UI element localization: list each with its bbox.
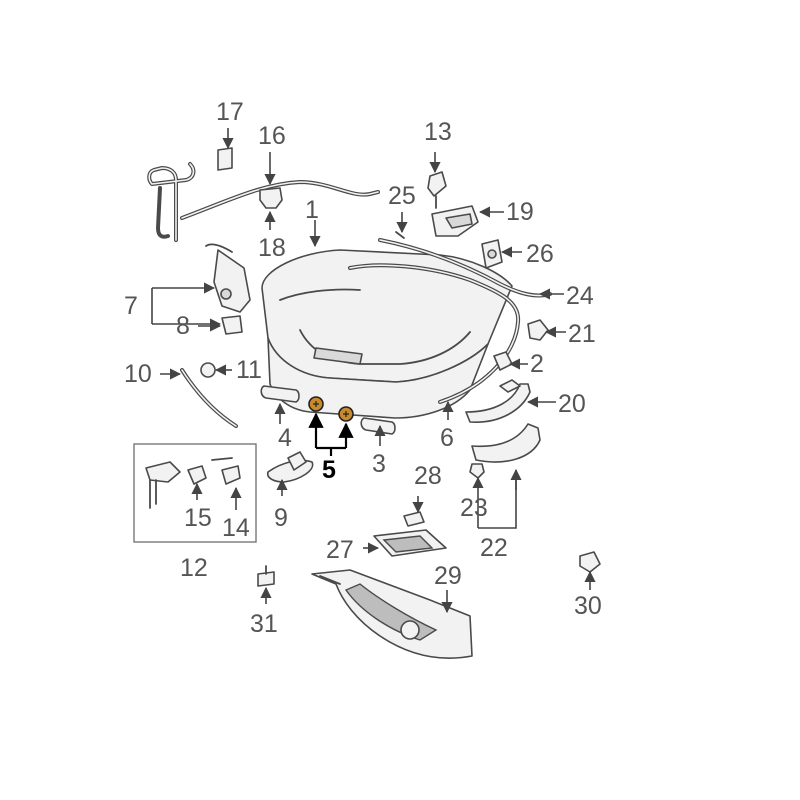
callout-10: 10 (124, 360, 152, 388)
highlighted-leader (308, 412, 354, 456)
callout-11: 11 (236, 356, 262, 384)
trim-molding-right (360, 417, 396, 435)
tool-tray (373, 529, 447, 557)
callout-labels: 1 2 3 4 5 6 7 8 9 10 11 12 13 14 15 16 1… (124, 98, 602, 638)
trunk-lid-lining (311, 569, 473, 659)
callout-17: 17 (216, 98, 244, 126)
callout-5: 5 (322, 456, 336, 484)
screw-grommet (257, 565, 275, 587)
cable-clamp (217, 147, 233, 171)
trim-molding-left (260, 385, 300, 403)
callout-2: 2 (530, 350, 544, 378)
callout-24: 24 (566, 282, 594, 310)
callout-15: 15 (184, 504, 212, 532)
trunk-switch (403, 511, 425, 527)
trunk-lid (261, 249, 513, 419)
trunk-weatherstrip (348, 263, 521, 404)
callout-26: 26 (526, 240, 554, 268)
callout-7: 7 (124, 292, 138, 320)
lid-bumper (527, 319, 549, 341)
trunk-latch (205, 243, 251, 313)
callout-30: 30 (574, 592, 602, 620)
trunk-opener-cable (180, 180, 380, 220)
callout-13: 13 (424, 118, 452, 146)
cable-loop (147, 162, 196, 242)
rod-grommet (200, 362, 216, 378)
trunk-hinge-upper (465, 379, 531, 423)
callout-21: 21 (568, 320, 596, 348)
callout-27: 27 (326, 536, 354, 564)
support-rod (180, 368, 238, 428)
push-clip (579, 551, 601, 573)
callout-25: 25 (388, 182, 416, 210)
callout-3: 3 (372, 450, 386, 478)
grommet (481, 239, 503, 269)
callout-29: 29 (434, 562, 462, 590)
callout-18: 18 (258, 234, 286, 262)
callout-31: 31 (250, 610, 278, 638)
highlighted-clip-left (308, 396, 324, 412)
callout-6: 6 (440, 424, 454, 452)
lock-cylinder-group (133, 443, 257, 543)
callout-9: 9 (274, 504, 288, 532)
emblem-base (266, 451, 314, 483)
cable-clip (259, 187, 283, 209)
callout-20: 20 (558, 390, 586, 418)
latch-switch (221, 315, 243, 335)
callout-4: 4 (278, 424, 292, 452)
leader-lines (151, 128, 596, 614)
callout-1: 1 (305, 196, 319, 224)
trunk-hinge-lower (471, 423, 541, 463)
callout-12: 12 (180, 554, 208, 582)
callout-19: 19 (506, 198, 534, 226)
highlighted-clip-right (338, 406, 354, 422)
trunk-light (431, 205, 479, 237)
light-socket (427, 171, 447, 209)
callout-23: 23 (460, 494, 488, 522)
callout-28: 28 (414, 462, 442, 490)
hinge-bolt (469, 463, 485, 479)
callout-8: 8 (176, 312, 190, 340)
callout-14: 14 (222, 514, 250, 542)
callout-16: 16 (258, 122, 286, 150)
callout-22: 22 (480, 534, 508, 562)
